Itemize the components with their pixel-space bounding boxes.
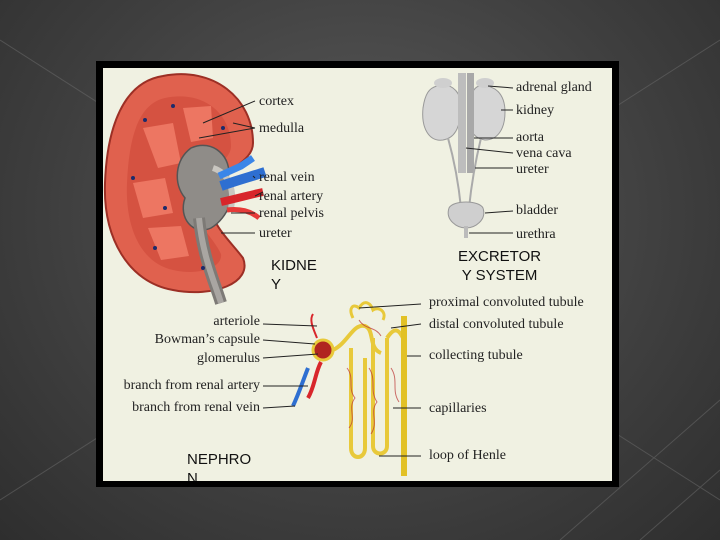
label-renal-artery: renal artery: [259, 189, 324, 204]
excretory-system-illustration: [422, 73, 514, 238]
label-distal-convoluted-tubule: distal convoluted tubule: [429, 317, 564, 332]
label-ureter-system: ureter: [516, 162, 549, 177]
nephron-illustration: [262, 301, 422, 476]
label-cortex: cortex: [259, 94, 294, 109]
label-loop-of-henle: loop of Henle: [429, 448, 506, 463]
label-vena-cava: vena cava: [516, 146, 572, 161]
label-branch-renal-vein: branch from renal vein: [132, 400, 260, 415]
label-ureter-kidney: ureter: [259, 226, 292, 241]
label-branch-renal-artery: branch from renal artery: [123, 378, 260, 393]
label-aorta: aorta: [516, 130, 544, 145]
label-adrenal-gland: adrenal gland: [516, 80, 592, 95]
caption-nephron: NEPHRO N: [187, 451, 252, 481]
label-capillaries: capillaries: [429, 401, 487, 416]
diagram-panel: cortex medulla renal vein renal artery r…: [103, 68, 612, 481]
label-medulla: medulla: [259, 121, 305, 136]
label-kidney: kidney: [516, 103, 555, 118]
label-renal-vein: renal vein: [259, 170, 315, 185]
label-collecting-tubule: collecting tubule: [429, 348, 523, 363]
label-renal-pelvis: renal pelvis: [259, 206, 324, 221]
label-arteriole: arteriole: [213, 314, 260, 329]
label-bladder: bladder: [516, 203, 558, 218]
anatomy-illustration: [103, 73, 514, 476]
kidney-cross-section: [103, 73, 267, 305]
diagram-frame: cortex medulla renal vein renal artery r…: [96, 61, 619, 487]
label-bowmans-capsule: Bowman’s capsule: [154, 332, 260, 347]
caption-kidney: KIDNE Y: [271, 257, 317, 293]
label-urethra: urethra: [516, 227, 556, 242]
label-proximal-convoluted-tubule: proximal convoluted tubule: [429, 295, 584, 310]
label-glomerulus: glomerulus: [197, 351, 260, 366]
caption-excretory-system: EXCRETOR Y SYSTEM: [458, 248, 542, 284]
